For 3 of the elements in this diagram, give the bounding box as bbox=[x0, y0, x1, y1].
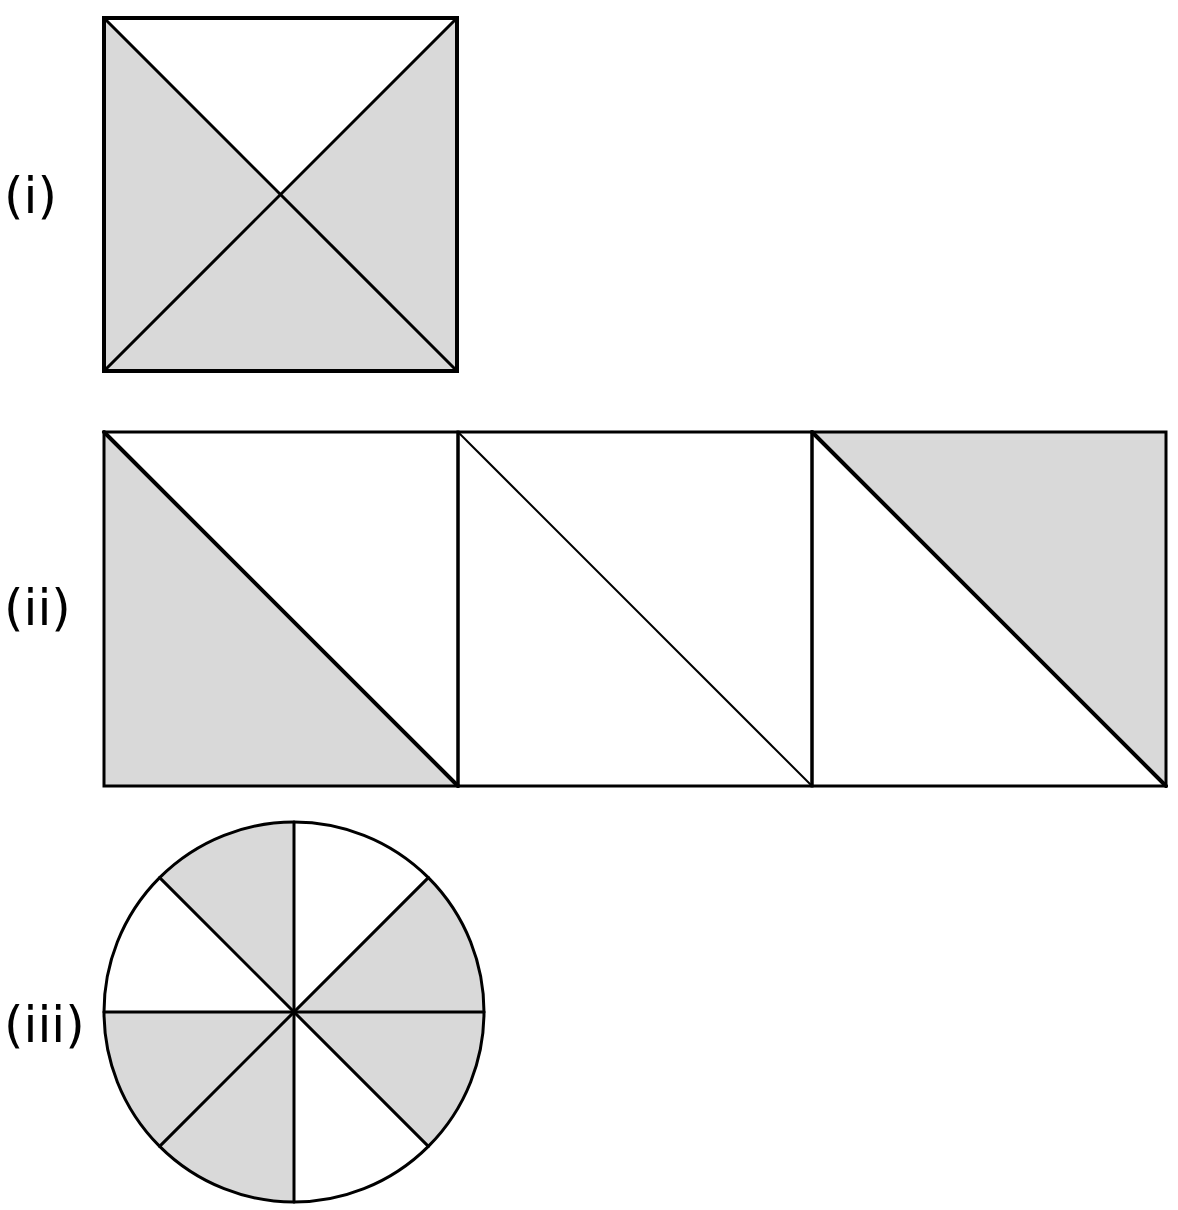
part-label: (iii) bbox=[4, 1000, 85, 1050]
part-label: (i) bbox=[4, 171, 57, 221]
part-label: (ii) bbox=[4, 583, 71, 633]
